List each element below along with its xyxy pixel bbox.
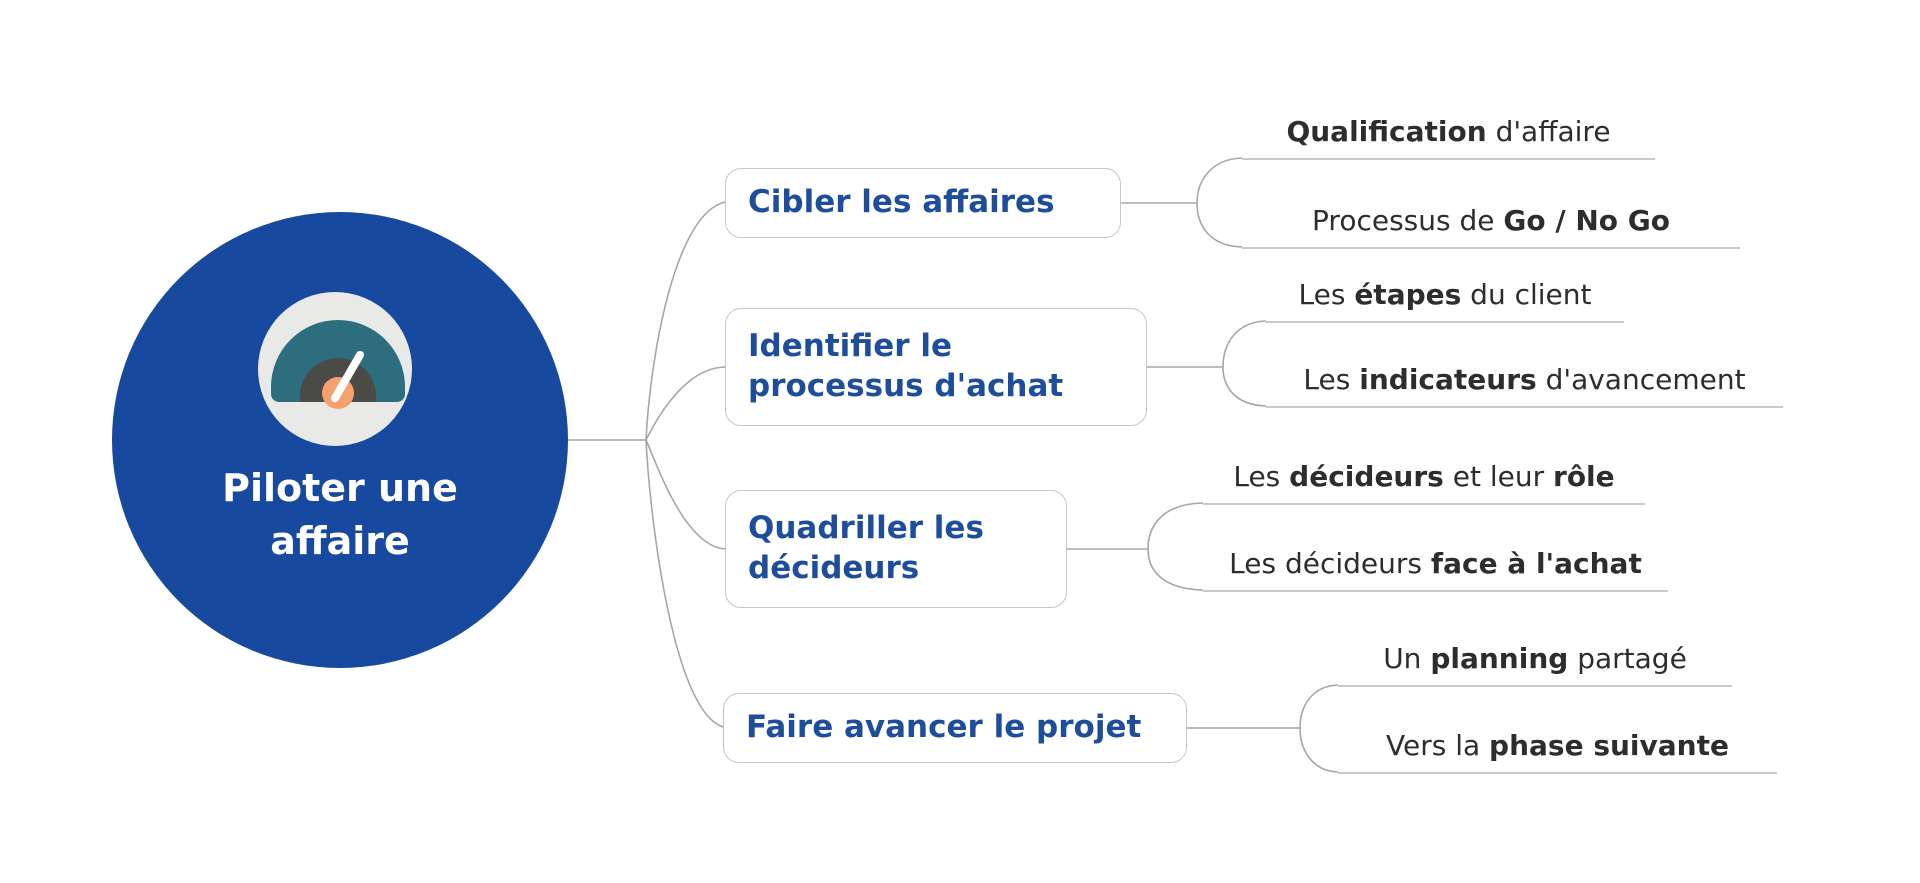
branch3-child1-curve <box>1147 502 1204 550</box>
branch1-child2-curve <box>1196 202 1243 248</box>
central-topic[interactable]: Piloter une affaire <box>112 212 568 668</box>
branch-label: Identifier le processus d'achat <box>748 328 1064 404</box>
subtopic-vers-la-phase-suivante[interactable]: Vers la phase suivante <box>1338 728 1777 774</box>
branch-label: Cibler les affaires <box>748 184 1055 221</box>
subtopic-les-etapes-du-client[interactable]: Les étapes du client <box>1266 277 1624 323</box>
central-title-line1: Piloter une <box>222 466 458 510</box>
branch-box-quadriller-les-decideurs[interactable]: Quadriller les décideurs <box>725 490 1067 608</box>
subtopic-les-indicateurs-davancement[interactable]: Les indicateurs d'avancement <box>1266 362 1783 408</box>
central-title-line2: affaire <box>270 519 410 563</box>
branch-label: Faire avancer le projet <box>746 709 1142 746</box>
branch-curve-1 <box>645 201 726 441</box>
central-topic-title: Piloter une affaire <box>112 462 568 568</box>
subtopic-les-decideurs-face-a-lachat[interactable]: Les décideurs face à l'achat <box>1203 546 1668 592</box>
subtopic-qualification-daffaire[interactable]: Qualification d'affaire <box>1242 114 1655 160</box>
branch-curve-2 <box>645 366 726 441</box>
branch2-child1-curve <box>1222 320 1267 368</box>
branch2-child2-curve <box>1222 366 1267 407</box>
subtopic-processus-de-go-no-go[interactable]: Processus de Go / No Go <box>1242 203 1740 249</box>
branch-label: Quadriller les décideurs <box>748 510 984 586</box>
branch-box-cibler-les-affaires[interactable]: Cibler les affaires <box>725 168 1121 238</box>
subtopic-un-planning-partage[interactable]: Un planning partagé <box>1338 641 1732 687</box>
branch4-child1-curve <box>1299 684 1339 729</box>
branch-curve-3 <box>645 439 726 550</box>
branch-box-faire-avancer-le-projet[interactable]: Faire avancer le projet <box>723 693 1187 763</box>
subtopic-les-decideurs-et-leur-role[interactable]: Les décideurs et leur rôle <box>1203 459 1645 505</box>
branch4-child2-curve <box>1299 727 1339 773</box>
branch3-child2-curve <box>1147 548 1204 591</box>
gauge-icon <box>258 292 412 446</box>
branch-curve-4 <box>645 439 724 728</box>
branch-box-identifier-le-processus-dachat[interactable]: Identifier le processus d'achat <box>725 308 1147 426</box>
branch1-child1-curve <box>1196 157 1243 204</box>
